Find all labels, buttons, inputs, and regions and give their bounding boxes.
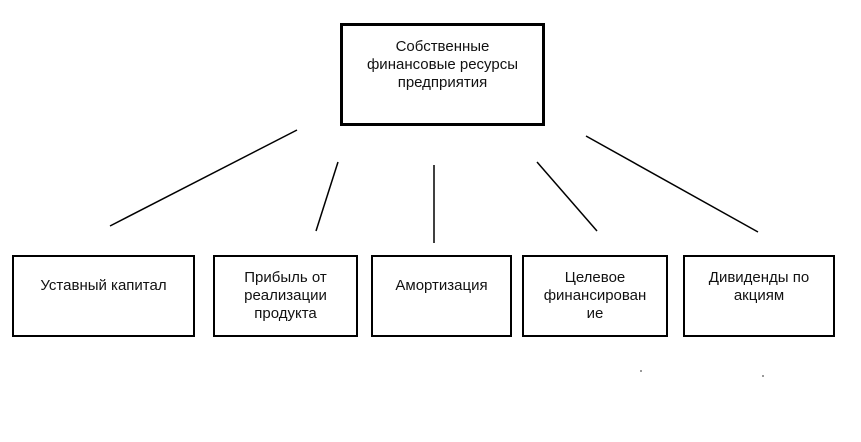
root-node-line-1: Собственные [395, 38, 490, 55]
child-node-label: Уставный капитал [40, 277, 167, 294]
child-node-label-line-2: акциям [733, 287, 785, 304]
root-node: Собственные финансовые ресурсы предприят… [340, 23, 545, 126]
child-node-sales-profit: Прибыль от реализации продукта [213, 255, 358, 337]
child-node-depreciation: Амортизация [371, 255, 512, 337]
connector-line-4 [536, 161, 598, 232]
connector-line-1 [109, 129, 298, 227]
child-node-label-line-3: продукта [254, 305, 317, 322]
child-node-label-line-2: финансирован [543, 287, 647, 304]
child-node-label-line-1: Целевое [564, 269, 626, 286]
scan-speck [762, 375, 764, 377]
child-node-dividends: Дивиденды по акциям [683, 255, 835, 337]
child-node-authorized-capital: Уставный капитал [12, 255, 195, 337]
child-node-targeted-financing: Целевое финансирован ие [522, 255, 668, 337]
child-node-label-line-2: реализации [244, 287, 327, 304]
connector-line-2 [315, 161, 339, 232]
root-node-line-3: предприятия [397, 74, 488, 91]
child-node-label: Амортизация [395, 277, 488, 294]
root-node-line-2: финансовые ресурсы [366, 56, 519, 73]
scan-speck [640, 370, 642, 372]
connector-line-5 [585, 135, 759, 233]
child-node-label-line-3: ие [586, 305, 604, 322]
child-node-label-line-1: Дивиденды по [708, 269, 810, 286]
child-node-label-line-1: Прибыль от [244, 269, 327, 286]
